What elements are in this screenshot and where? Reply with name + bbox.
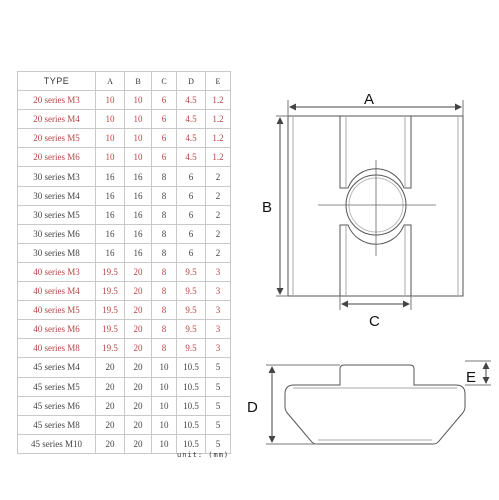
label-e: E (466, 369, 476, 386)
cell-e: 5 (205, 433, 231, 454)
cell-type: 30 series M4 (17, 185, 96, 206)
cell-e: 2 (205, 223, 231, 244)
unit-note: unit: (mm) (177, 451, 230, 459)
cell-type: 20 series M6 (17, 147, 96, 168)
cell-e: 2 (205, 204, 231, 225)
cell-d: 4.5 (176, 147, 206, 168)
cell-e: 1.2 (205, 147, 231, 168)
cell-b: 16 (124, 185, 152, 206)
slot-upper-outline (339, 116, 412, 189)
label-b: B (262, 199, 272, 216)
cell-e: 3 (205, 261, 231, 283)
side-view-outline (284, 364, 466, 445)
cell-e: 1.2 (205, 128, 231, 149)
label-d: D (247, 399, 258, 416)
table-header-row: TYPE A B C D E (17, 70, 231, 92)
slot-lower-outline (339, 224, 412, 296)
cell-e: 3 (205, 300, 231, 321)
side-view (266, 360, 491, 445)
top-view-outline (287, 115, 464, 297)
cell-b: 20 (124, 433, 152, 454)
cell-e: 2 (205, 185, 231, 206)
cell-c: 6 (151, 128, 177, 149)
cell-e: 2 (205, 166, 231, 187)
cell-a: 16 (95, 166, 125, 187)
label-c: C (369, 313, 380, 330)
top-view (276, 100, 464, 310)
label-a: A (364, 91, 374, 108)
